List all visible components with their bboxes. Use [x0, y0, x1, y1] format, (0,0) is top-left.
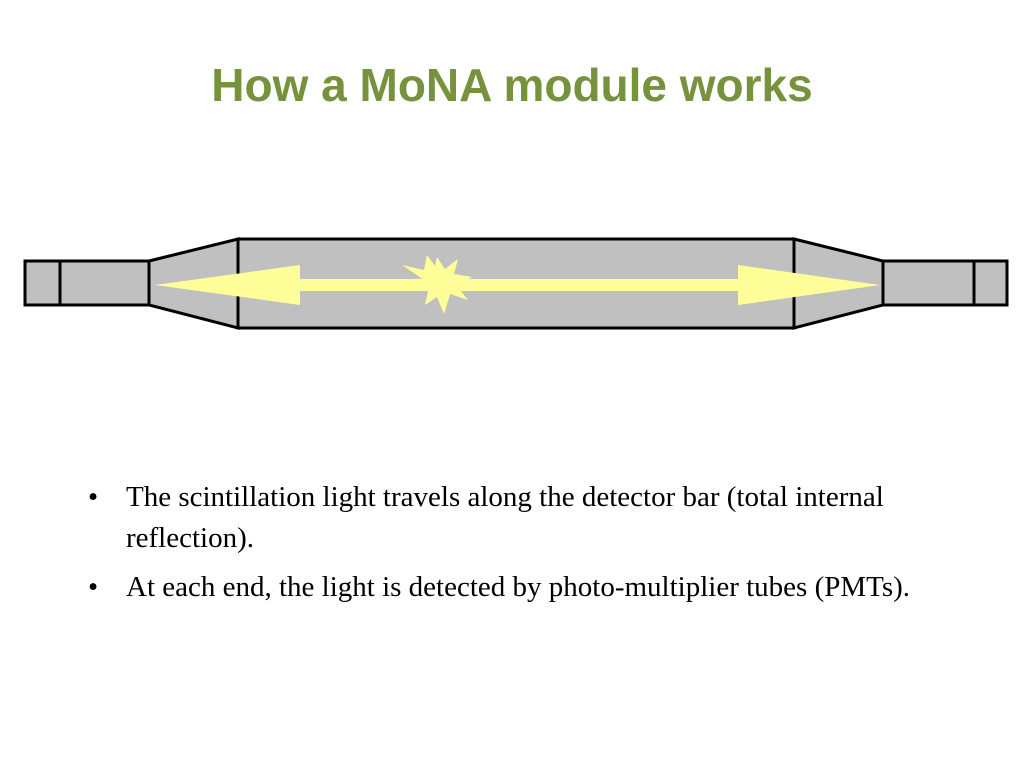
- light-arrow-right: [440, 265, 880, 305]
- bullet-list: • The scintillation light travels along …: [88, 477, 948, 616]
- bullet-marker: •: [88, 481, 99, 513]
- scintillation-flash: [402, 255, 472, 314]
- mona-module-diagram: [23, 237, 1009, 330]
- left-pmt-cap: [23, 259, 62, 307]
- right-pmt-cap: [972, 259, 1009, 307]
- bullet-text: At each end, the light is detected by ph…: [126, 571, 911, 603]
- bullet-item: • At each end, the light is detected by …: [88, 567, 948, 608]
- left-pmt-tube: [58, 259, 151, 307]
- bullet-text: The scintillation light travels along th…: [126, 481, 884, 554]
- slide-title: How a MoNA module works: [211, 59, 813, 111]
- light-arrow-left: [155, 265, 430, 305]
- bullet-marker: •: [88, 571, 99, 603]
- bullet-item: • The scintillation light travels along …: [88, 477, 948, 559]
- right-pmt-tube: [881, 259, 976, 307]
